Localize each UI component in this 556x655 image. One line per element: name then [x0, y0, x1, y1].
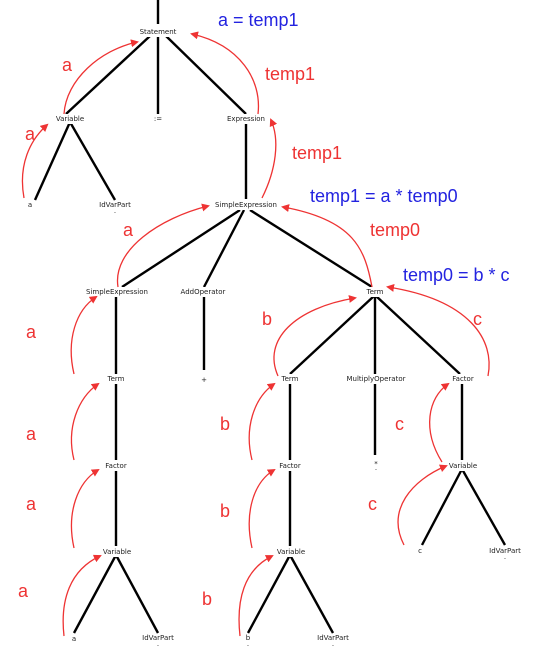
tree-nodes: Statement Variable := Expression a IdVar…: [28, 26, 521, 648]
edge-statement-expression: [165, 35, 247, 115]
flow-arrow-factor-term-left: [70, 382, 100, 461]
flow-arrow-term-se-left: [70, 295, 98, 375]
edge-variable-idvarpart-left: [114, 554, 160, 634]
node-leaf-a-bottom: a: [72, 635, 76, 643]
node-factor-left: Factor: [105, 462, 127, 470]
flow-label-temp0: temp0: [370, 220, 420, 240]
edge-term-factor: [375, 295, 461, 375]
node-variable-mid: Variable: [277, 548, 305, 556]
node-leaf-c: c: [418, 547, 422, 555]
flow-label-b-2: b: [220, 414, 230, 434]
svg-text:.: .: [157, 640, 159, 648]
flow-arrow-simpleexpression-expression: [261, 118, 278, 199]
svg-text:.: .: [375, 464, 377, 472]
node-idvarpart-left: IdVarPart: [142, 634, 174, 642]
flow-arrow-a-variable-bottom: [62, 554, 102, 637]
flow-arrow-factor-term-mid: [248, 382, 276, 461]
flow-arrow-factor-term: [386, 283, 490, 377]
flow-arrow-c-variable: [397, 464, 448, 546]
edge-variable-idvarpart: [68, 121, 117, 201]
node-term-right: Term: [366, 288, 384, 296]
edge-variable-a: [33, 121, 72, 201]
node-leaf-b: b: [246, 634, 251, 642]
flow-label-c-3: c: [368, 494, 377, 514]
node-leaf-a-top: a: [28, 201, 32, 209]
node-term-mid: Term: [281, 375, 299, 383]
flow-arrow-variable-factor-left: [70, 468, 100, 549]
flow-label-temp1-1: temp1: [265, 64, 315, 84]
flow-label-a-1: a: [62, 55, 73, 75]
edge-term-term: [289, 295, 375, 375]
edge-se-se: [121, 208, 241, 289]
flow-labels: a a temp1 temp1 temp0 a b c a a b c a b …: [18, 55, 482, 609]
edge-variable-idvarpart-right: [460, 468, 507, 546]
node-add-operator: AddOperator: [181, 288, 226, 296]
node-variable-left: Variable: [103, 548, 131, 556]
node-simple-expression-left: SimpleExpression: [86, 288, 148, 296]
flow-label-b-3: b: [220, 501, 230, 521]
svg-text:.: .: [114, 207, 116, 215]
edge-statement-variable: [65, 35, 151, 115]
edge-se-term: [249, 208, 373, 289]
flow-label-a-2: a: [25, 124, 36, 144]
svg-text:.: .: [247, 640, 249, 648]
edge-variable-idvarpart-mid: [288, 554, 335, 634]
flow-arrows: [21, 31, 490, 637]
code-label-statement: a = temp1: [218, 10, 299, 30]
node-idvarpart-mid: IdVarPart: [317, 634, 349, 642]
flow-arrow-term-term: [273, 295, 357, 377]
flow-label-b-1: b: [262, 309, 272, 329]
tree-edges: [33, 0, 507, 634]
flow-arrow-variable-factor: [429, 382, 450, 463]
flow-label-b-4: b: [202, 589, 212, 609]
node-variable-right: Variable: [449, 462, 477, 470]
flow-arrow-se-se: [116, 203, 210, 288]
node-variable-top: Variable: [56, 115, 84, 123]
flow-arrow-expression-statement: [190, 31, 260, 115]
node-statement: Statement: [140, 28, 177, 36]
node-plus: +: [201, 376, 207, 384]
flow-label-c-2: c: [395, 414, 404, 434]
flow-label-a-5: a: [26, 424, 37, 444]
node-idvarpart-top: IdVarPart: [99, 201, 131, 209]
edge-variable-b: [246, 554, 292, 634]
flow-label-a-6: a: [26, 494, 37, 514]
code-label-term: temp0 = b * c: [403, 265, 510, 285]
node-expression: Expression: [227, 115, 265, 123]
edge-variable-a-bottom: [72, 554, 118, 634]
flow-label-c-1: c: [473, 309, 482, 329]
flow-arrow-term-se: [281, 204, 373, 288]
svg-text:.: .: [332, 640, 334, 648]
code-label-expression: temp1 = a * temp0: [310, 186, 458, 206]
code-labels: a = temp1 temp1 = a * temp0 temp0 = b * …: [218, 10, 510, 285]
flow-label-temp1-2: temp1: [292, 143, 342, 163]
svg-text:.: .: [504, 553, 506, 561]
node-simple-expression-top: SimpleExpression: [215, 201, 277, 209]
flow-label-a-4: a: [26, 322, 37, 342]
flow-arrow-a-variable: [21, 123, 49, 199]
node-idvarpart-right: IdVarPart: [489, 547, 521, 555]
edge-variable-c: [420, 468, 464, 546]
flow-arrow-variable-factor-mid: [248, 468, 276, 549]
node-term-left: Term: [107, 375, 125, 383]
flow-label-a-3: a: [123, 220, 134, 240]
flow-arrow-variable-statement: [63, 39, 139, 115]
node-factor-mid: Factor: [279, 462, 301, 470]
node-assign-operator: :=: [154, 115, 162, 123]
node-star: *: [374, 460, 378, 468]
flow-label-a-7: a: [18, 581, 29, 601]
flow-arrow-b-variable: [238, 555, 274, 637]
node-multiply-operator: MultiplyOperator: [347, 375, 406, 383]
node-factor-right: Factor: [452, 375, 474, 383]
edge-se-addop: [202, 209, 246, 288]
